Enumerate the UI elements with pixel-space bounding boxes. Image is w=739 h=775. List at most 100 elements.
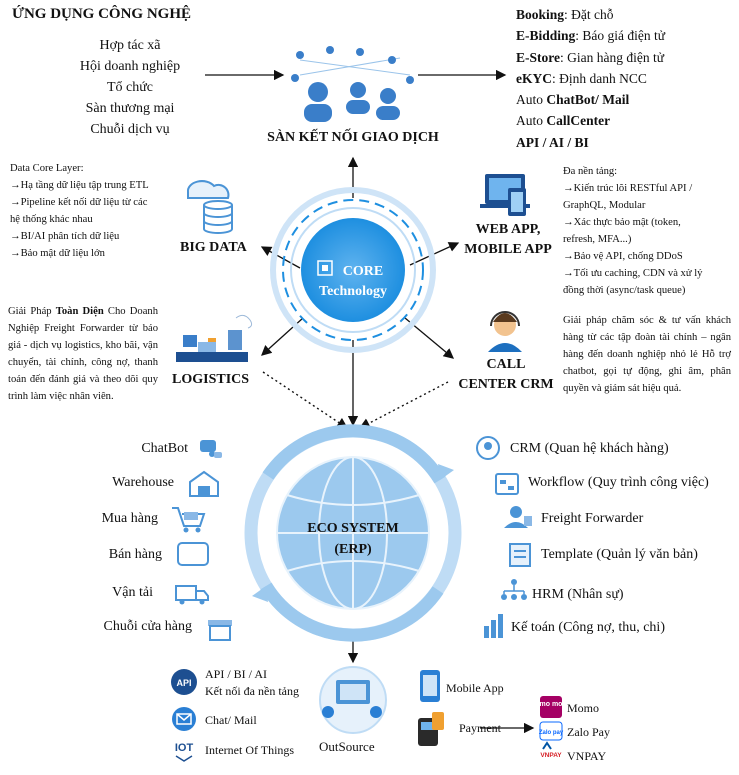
feature-item: E-Bidding: Báo giá điện tử [516,25,665,46]
momo-logo: mo mo [540,696,563,718]
webapp-line: refresh, MFA...) [563,234,632,245]
webapp-line: →Xác thực bảo mật (token, [563,217,681,228]
callcenter-label-line1: CALL [486,357,526,372]
bigdata-line: →BI/AI phân tích dữ liệu [10,231,120,242]
call-center-agent-icon [488,311,522,352]
api-bi-ai-text: API / BI / AI Kết nối đa nền tảng [205,666,299,700]
hrm-icon [501,579,527,600]
logistics-desc-bold: Toàn Diện [55,306,104,317]
customer-item: Sàn thương mại [85,101,175,116]
feature-bold: eKYC [516,70,552,86]
truck-icon [175,585,209,605]
logistics-desc-pre: Giải Pháp [8,306,56,317]
chatbot-icon [200,440,222,458]
erp-item-template: Template (Quản lý văn bản) [541,547,698,562]
webapp-label-line2: MOBILE APP [464,242,552,257]
warehouse-icon [189,470,219,497]
callcenter-description: Giải pháp chăm sóc & tư vấn khách hàng t… [563,315,731,394]
feature-bold: CallCenter [546,113,611,129]
shopping-cart-icon [172,507,206,533]
api-icon: API [171,669,197,695]
feature-item: Auto CallCenter [516,110,665,131]
feature-rest: : Định danh NCC [552,70,647,86]
feature-item: Auto ChatBot/ Mail [516,89,665,110]
chat-mail-text: Chat/ Mail [205,713,257,727]
people-network-icon [291,46,414,122]
freight-icon [504,506,532,528]
vnpay-text: VNPAY [567,749,607,763]
feature-pre: Auto [516,113,547,129]
bigdata-line: →Pipeline kết nối dữ liệu từ các [10,197,148,208]
mobile-app-icon [420,670,440,702]
feature-item: Booking: Đặt chỗ [516,4,665,25]
customer-item: Hợp tác xã [99,38,161,53]
erp-item-warehouse: Warehouse [112,475,174,490]
bigdata-description: Data Core Layer: →Hạ tầng dữ liệu tập tru… [10,160,180,262]
bigdata-line: →Bảo mật dữ liệu lớn [10,248,105,259]
feature-bold: ChatBot/ Mail [546,92,630,108]
core-label-line2: Technology [319,284,387,299]
webapp-line: đồng thời (async/task queue) [563,285,686,296]
webapp-line: Đa nền tảng: [563,166,618,177]
feature-item: E-Store: Gian hàng điện tử [516,47,665,68]
feature-pre: Auto [516,92,547,108]
dotted-callcenter-eco [358,381,449,429]
logistics-icon [176,314,253,362]
bigdata-label: BIG DATA [180,240,247,255]
eco-system-label: ECO SYSTEM (ERP) [293,518,413,560]
erp-item-mua-hang: Mua hàng [101,511,158,526]
devices-icon [480,174,530,216]
erp-item-van-tai: Vận tải [112,585,153,600]
eco-label-line1: ECO SYSTEM [307,521,399,536]
momo-text: Momo [567,701,600,715]
hub-label: SÀN KẾT NỐI GIAO DỊCH [267,130,439,145]
customer-item: Chuỗi dịch vụ [90,122,170,137]
erp-ring [244,424,462,642]
core-label-line1: CORE [342,264,384,279]
api-line2: Kết nối đa nền tảng [205,684,299,698]
erp-item-ke-toan: Kế toán (Công nợ, thu, chi) [511,620,665,635]
callcenter-label: CALL CENTER CRM [454,355,558,395]
svg-text:mo mo: mo mo [540,701,563,708]
erp-item-crm: CRM (Quan hệ khách hàng) [510,441,669,456]
feature-bold: Booking [516,7,565,22]
iot-icon: IOT [175,742,194,762]
workflow-icon [495,473,519,495]
api-line1: API / BI / AI [205,667,268,681]
accounting-icon [484,614,503,638]
mail-icon [172,707,196,731]
feature-bold: API / AI / BI [516,134,589,150]
webapp-line: →Bảo vệ API, chống DDoS [563,251,683,262]
erp-item-freight-forwarder: Freight Forwarder [541,511,644,526]
dotted-logistics-eco [262,371,349,429]
bigdata-line: Data Core Layer: [10,163,84,174]
feature-bold: E-Store [516,49,560,65]
erp-item-chuoi-cua-hang: Chuỗi cửa hàng [103,619,192,634]
store-icon [208,620,232,641]
webapp-line: →Tối ưu caching, CDN và xử lý [563,268,703,279]
outsource-icon [319,666,387,734]
template-icon [509,543,531,567]
svg-text:IOT: IOT [175,742,194,754]
svg-text:Zalo pay: Zalo pay [539,730,564,736]
arrow-core-bigdata [260,246,301,269]
callcenter-label-line2: CENTER CRM [458,377,554,392]
erp-item-chatbot: ChatBot [141,441,188,456]
erp-item-hrm: HRM (Nhân sự) [532,587,624,602]
database-icon [186,180,233,234]
bigdata-line: →Hạ tầng dữ liệu tập trung ETL [10,180,149,191]
svg-text:API: API [176,678,191,688]
customer-item: Tổ chức [106,80,154,95]
sell-tag-icon [177,542,209,566]
logistics-desc-post: Cho Doanh Nghiệp Freight Forwarder từ bá… [8,306,158,402]
logistics-description: Giải Pháp Toàn Diện Cho Doanh Nghiệp Fre… [8,303,158,405]
customer-item: Hội doanh nghiệp [79,59,181,74]
feature-rest: : Đặt chỗ [564,7,614,22]
core-circle [270,187,436,353]
outsource-text: OutSource [319,739,375,754]
feature-item: API / AI / BI [516,132,665,153]
feature-item: eKYC: Định danh NCC [516,68,665,89]
vnpay-logo: VNPAY [540,741,562,759]
